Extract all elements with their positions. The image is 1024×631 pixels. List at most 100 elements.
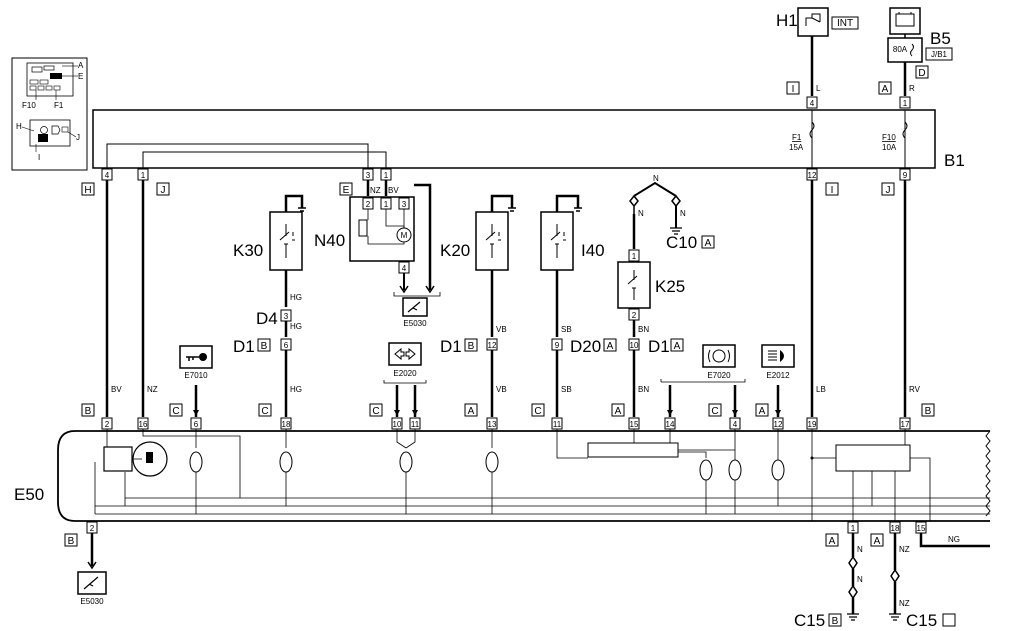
svg-text:4: 4: [810, 99, 815, 108]
svg-text:H: H: [84, 185, 91, 196]
pin: 4: [806, 96, 818, 109]
symbol-code: E2012: [766, 371, 790, 380]
svg-text:M: M: [401, 231, 408, 240]
connector-box: B: [921, 403, 935, 417]
wire-color: N: [653, 174, 659, 183]
connector-box: I: [825, 182, 839, 196]
connector-box: J: [156, 182, 170, 196]
e50-instrument-panel: E50 2 16 6 18 10 11 13 11 15 14 4 12 19 …: [14, 417, 991, 522]
svg-text:B: B: [261, 341, 268, 352]
connector-box: H: [81, 182, 95, 196]
c15-ground-a: N N C15 B: [794, 533, 863, 630]
svg-text:B: B: [68, 536, 75, 547]
pin: 4: [729, 417, 741, 430]
connector-box: A: [878, 81, 892, 95]
svg-text:J: J: [161, 185, 166, 196]
svg-text:9: 9: [903, 171, 908, 180]
wire-color: N: [857, 575, 863, 584]
svg-text:10: 10: [393, 420, 402, 429]
connector-box: A: [611, 403, 625, 417]
d1-label-k25: D1: [648, 337, 670, 356]
svg-text:C: C: [261, 406, 268, 417]
wire-color: N: [857, 545, 863, 554]
connector-box: A: [701, 235, 715, 249]
svg-text:17: 17: [901, 420, 910, 429]
connector-box: E: [339, 182, 353, 196]
pin: 17: [899, 417, 911, 430]
pin: 4: [101, 168, 113, 181]
svg-text:15: 15: [917, 524, 926, 533]
wire-color: VB: [496, 325, 507, 334]
k25-relay: N N N 1 2 BN K25 C10 A: [617, 174, 715, 337]
svg-text:C: C: [711, 406, 718, 417]
wire-color: HG: [290, 293, 302, 302]
pin: 1: [380, 168, 392, 181]
svg-text:1: 1: [384, 171, 389, 180]
connector-box: C: [531, 403, 545, 417]
brake-lamp: [699, 459, 713, 514]
pin: 11: [551, 417, 563, 430]
svg-text:9: 9: [555, 341, 560, 350]
wire-color: HG: [290, 385, 302, 394]
svg-text:1: 1: [632, 252, 637, 261]
location-inset: A E F10 F1 H J I: [11, 57, 88, 171]
pin: 15: [628, 417, 640, 430]
wire-color: NZ: [899, 599, 910, 608]
pin: 1: [380, 197, 392, 210]
oil-lamp: [279, 429, 293, 506]
wire-color: NG: [948, 535, 960, 544]
b5-fuse-rating: 80A: [893, 45, 908, 54]
d20-label: D20: [570, 337, 601, 356]
turn-signal-symbol: E2020: [383, 342, 427, 417]
wire-color: N: [680, 209, 686, 218]
pin: 12: [806, 168, 818, 181]
svg-text:3: 3: [402, 200, 407, 209]
svg-text:4: 4: [402, 264, 407, 273]
svg-text:A: A: [674, 341, 681, 352]
svg-text:18: 18: [891, 524, 900, 533]
connector-box: B: [81, 403, 95, 417]
connector-box: B: [64, 533, 78, 547]
b5-tag: J/B1: [931, 50, 948, 59]
pin: 2: [101, 417, 113, 430]
pin: 10: [391, 417, 403, 430]
svg-text:4: 4: [105, 171, 110, 180]
inset-label-h: H: [16, 122, 22, 131]
pin: 12: [486, 338, 498, 351]
svg-text:16: 16: [139, 420, 148, 429]
pin: 14: [664, 417, 676, 430]
pin: 1: [628, 249, 640, 262]
connector-box: A: [464, 403, 478, 417]
svg-text:1: 1: [851, 524, 856, 533]
pin: 2: [628, 308, 640, 321]
pin: 19: [806, 417, 818, 430]
h1-label: H1: [776, 11, 798, 30]
symbol-code: E7010: [184, 371, 208, 380]
wire-color: HG: [290, 322, 302, 331]
svg-text:2: 2: [366, 200, 371, 209]
svg-text:C: C: [534, 406, 541, 417]
svg-text:13: 13: [488, 420, 497, 429]
connector-box: C: [169, 403, 183, 417]
svg-text:11: 11: [553, 420, 562, 429]
i40-switch: SB I40: [540, 194, 605, 337]
i40-label: I40: [581, 241, 605, 260]
svg-text:A: A: [468, 406, 475, 417]
c10-label: C10: [666, 233, 697, 252]
h1-tag: INT: [837, 18, 853, 29]
pin: 3: [280, 309, 292, 322]
connector-box: C: [708, 403, 722, 417]
svg-text:E: E: [343, 185, 350, 196]
svg-text:12: 12: [774, 420, 783, 429]
ng-wire: NG: [919, 533, 990, 548]
svg-text:1: 1: [384, 200, 389, 209]
d1-label-k30: D1: [233, 337, 255, 356]
pin: 1: [899, 96, 911, 109]
key-symbol: E7010: [179, 345, 213, 417]
svg-text:15: 15: [630, 420, 639, 429]
connector-box: B: [464, 338, 478, 352]
symbol-code: E5030: [80, 597, 104, 606]
wire-color: SB: [561, 385, 572, 394]
connector-box: D: [915, 65, 929, 79]
